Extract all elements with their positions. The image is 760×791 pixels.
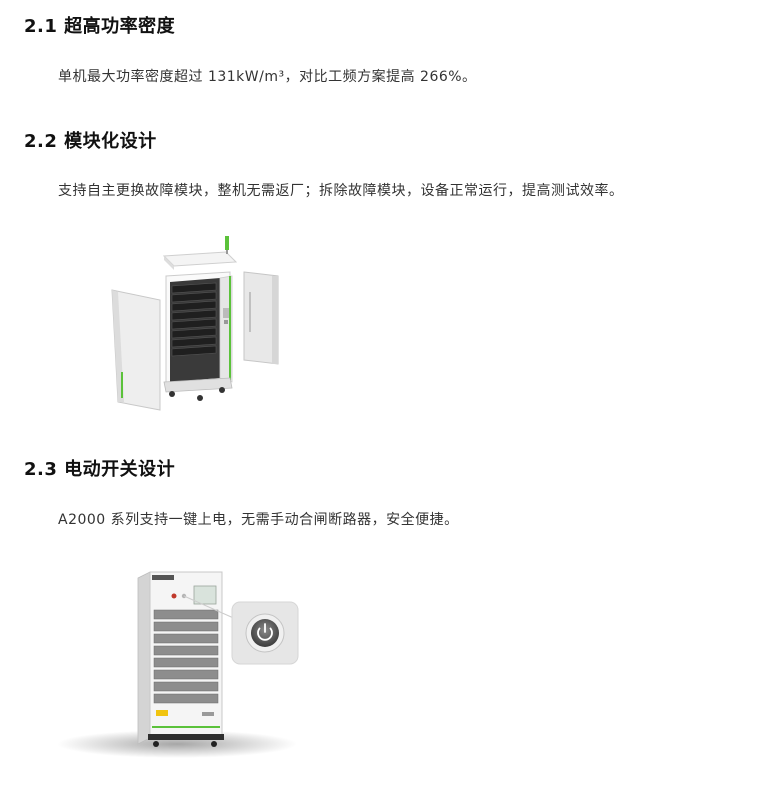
section-text-modular-design: 支持自主更换故障模块，整机无需返厂；拆除故障模块，设备正常运行，提高测试效率。 xyxy=(58,183,624,199)
section-text-electric-switch: A2000 系列支持一键上电，无需手动合闸断路器，安全便捷。 xyxy=(58,512,459,528)
cabinet-power-button-illustration xyxy=(52,566,312,776)
section-heading-modular-design: 2.2 模块化设计 xyxy=(24,131,157,152)
section-heading-electric-switch: 2.3 电动开关设计 xyxy=(24,459,176,480)
section-text-power-density: 单机最大功率密度超过 131kW/m³，对比工频方案提高 266%。 xyxy=(58,69,477,85)
power-icon xyxy=(245,613,285,653)
section-heading-power-density: 2.1 超高功率密度 xyxy=(24,16,176,37)
modular-cabinet-illustration xyxy=(108,232,288,412)
